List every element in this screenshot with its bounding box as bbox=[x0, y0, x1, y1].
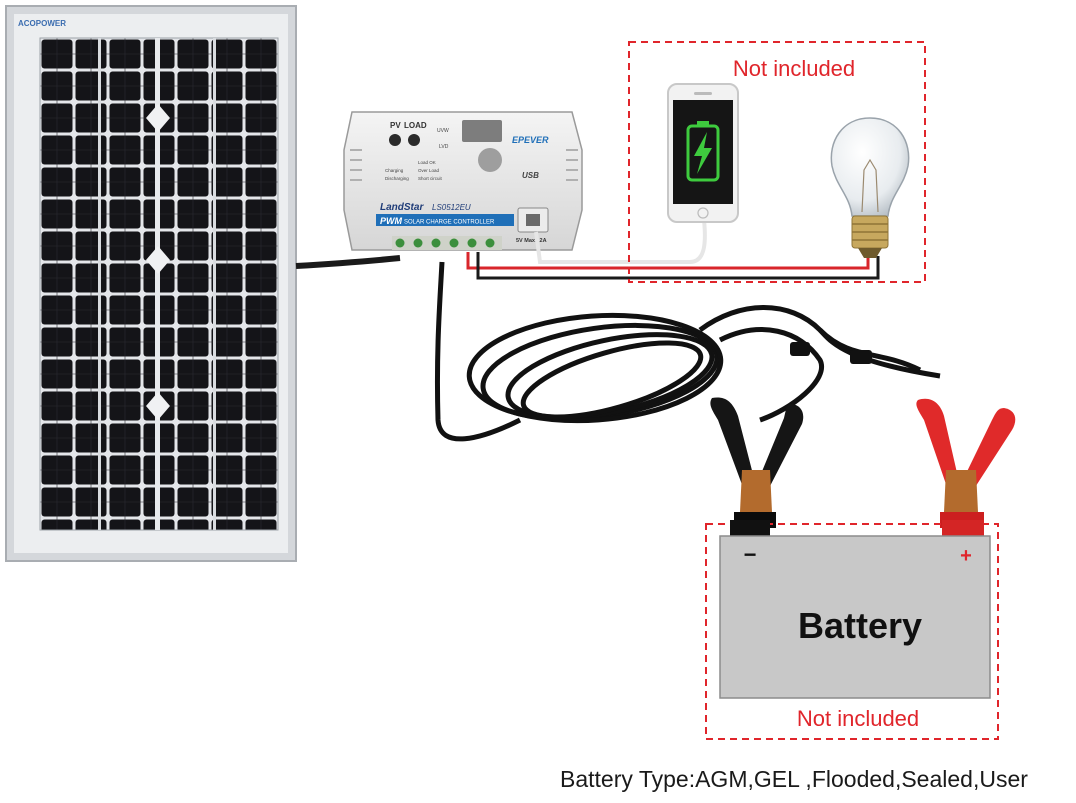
uvw-label: UVW bbox=[437, 128, 449, 134]
positive-terminal-icon bbox=[942, 520, 984, 536]
discharging-label: Discharging bbox=[385, 176, 409, 181]
battery-label: Battery bbox=[798, 605, 922, 646]
panel-brand-text: ACOPOWER bbox=[18, 19, 66, 28]
load-ok-label: Load OK bbox=[418, 160, 436, 165]
devices-not-included-label: Not included bbox=[733, 56, 855, 81]
load-wire-red bbox=[466, 252, 870, 270]
load-wire-black bbox=[476, 252, 880, 280]
battery-minus-sign: − bbox=[744, 542, 757, 567]
controller-type-text: SOLAR CHARGE CONTROLLER bbox=[404, 220, 495, 226]
load-terminal-icon bbox=[408, 134, 420, 146]
controller-type-band: PWM bbox=[380, 216, 402, 226]
terminal-block bbox=[392, 236, 502, 250]
usb-rating-text: 5V Max1.2A bbox=[516, 238, 547, 244]
pv-label: PV bbox=[390, 121, 401, 130]
battery-cable bbox=[434, 261, 941, 442]
devices-dashed-box bbox=[628, 41, 926, 283]
controller-series-text: LandStar bbox=[380, 202, 424, 213]
battery-type-caption: Battery Type:AGM,GEL ,Flooded,Sealed,Use… bbox=[560, 766, 1028, 792]
pv-terminal-icon bbox=[389, 134, 401, 146]
black-clamp-icon bbox=[710, 397, 804, 528]
solar-panel: ACOPOWER bbox=[5, 5, 297, 562]
overload-label: Over Load bbox=[418, 168, 440, 173]
charge-controller: PV LOAD UVW LVD EPEVER Charging Discharg… bbox=[343, 111, 583, 251]
lvd-label: LVD bbox=[439, 144, 449, 150]
smartphone-icon bbox=[667, 83, 739, 223]
battery-plus-sign: + bbox=[960, 545, 972, 567]
battery-body bbox=[719, 535, 991, 699]
panel-cable bbox=[295, 255, 401, 269]
negative-terminal-icon bbox=[730, 520, 770, 536]
controller-band bbox=[376, 214, 514, 226]
mode-button-icon bbox=[478, 148, 502, 172]
load-label: LOAD bbox=[404, 121, 427, 130]
solar-kit-diagram: ACOPOWER PV LOAD UVW LVD EPEVER Charging… bbox=[5, 5, 1016, 740]
charging-label: Charging bbox=[385, 168, 404, 173]
battery-dashed-box bbox=[705, 523, 999, 740]
battery: − + Battery Not included bbox=[705, 520, 999, 740]
light-bulb-icon bbox=[830, 117, 910, 258]
usb-cable bbox=[534, 219, 707, 264]
controller-model-text: LS0512EU bbox=[432, 203, 471, 212]
usb-label: USB bbox=[522, 171, 539, 180]
setting-switch-icon bbox=[462, 120, 502, 142]
shortcircuit-label: Short circuit bbox=[418, 176, 443, 181]
battery-not-included-label: Not included bbox=[797, 706, 919, 731]
red-clamp-icon bbox=[916, 398, 1016, 528]
inline-fuse-icon bbox=[790, 342, 872, 364]
controller-brand-text: EPEVER bbox=[512, 135, 549, 145]
